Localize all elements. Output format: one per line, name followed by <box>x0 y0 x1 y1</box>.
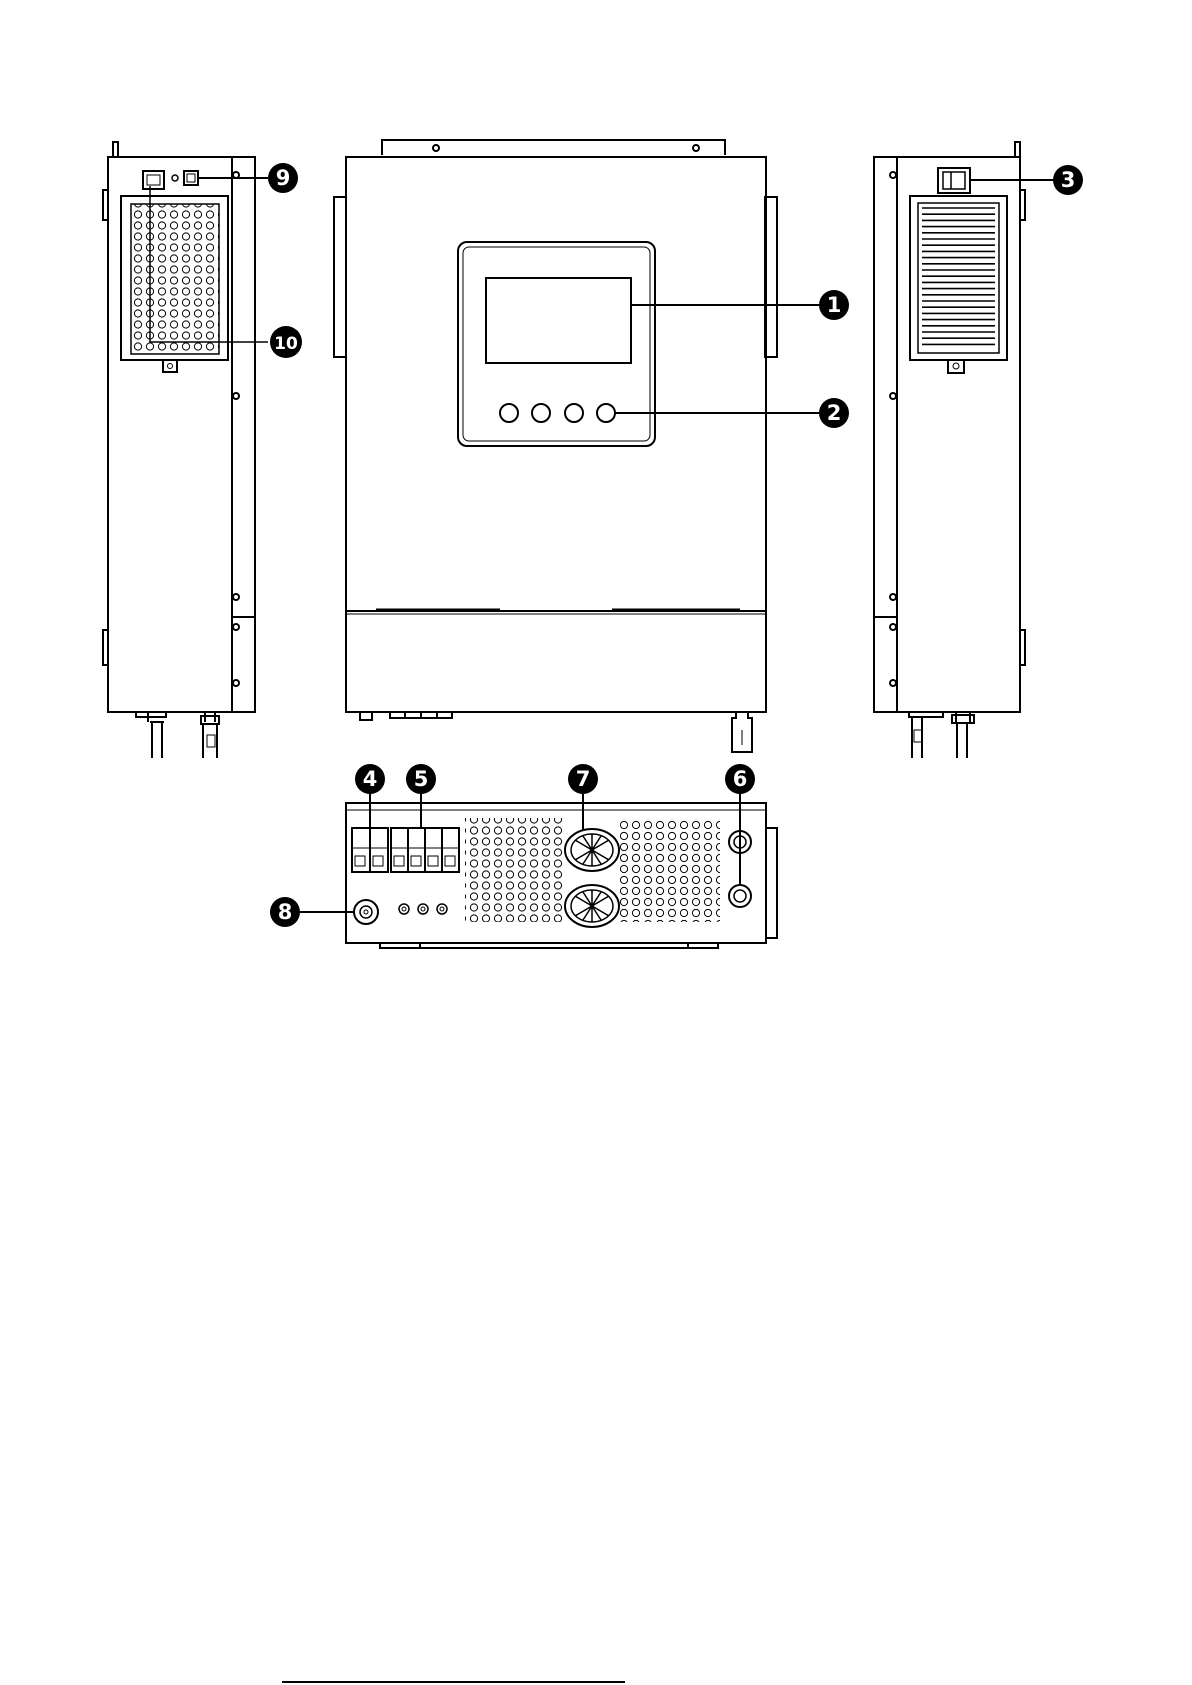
callout-4: 4 <box>355 764 385 794</box>
callout-1: 1 <box>819 290 849 320</box>
callout-10: 10 <box>270 326 302 358</box>
rotary-knob-icon <box>354 900 378 924</box>
communication-port-icon <box>143 171 198 189</box>
callout-5: 5 <box>406 764 436 794</box>
callout-6: 6 <box>725 764 755 794</box>
callout-label: 10 <box>274 334 298 354</box>
callout-label: 9 <box>276 166 291 190</box>
right-side-view <box>874 142 1055 758</box>
callout-label: 1 <box>827 293 842 317</box>
vent-grille-icon <box>121 196 228 372</box>
callout-label: 2 <box>827 401 842 425</box>
bottom-view <box>300 793 777 948</box>
terminal-block-icon <box>391 828 459 872</box>
callout-label: 3 <box>1061 168 1076 192</box>
circuit-breaker-icon <box>352 828 388 872</box>
lcd-screen-icon <box>486 278 631 363</box>
callout-2: 2 <box>819 398 849 428</box>
callout-3: 3 <box>1053 165 1083 195</box>
power-switch-icon <box>938 168 970 193</box>
function-button-icon <box>500 404 615 422</box>
callout-badges: 1 2 3 4 5 6 7 8 9 10 <box>268 163 1083 927</box>
callout-7: 7 <box>568 764 598 794</box>
front-view <box>334 140 820 752</box>
cooling-fan-icon <box>565 829 619 927</box>
callout-8: 8 <box>270 897 300 927</box>
left-side-view <box>103 142 268 758</box>
callout-label: 4 <box>363 767 378 791</box>
callout-label: 7 <box>576 767 591 791</box>
callout-label: 5 <box>414 767 429 791</box>
callout-label: 8 <box>278 900 293 924</box>
vent-grille-icon <box>910 196 1007 373</box>
callout-9: 9 <box>268 163 298 193</box>
callout-label: 6 <box>733 767 748 791</box>
